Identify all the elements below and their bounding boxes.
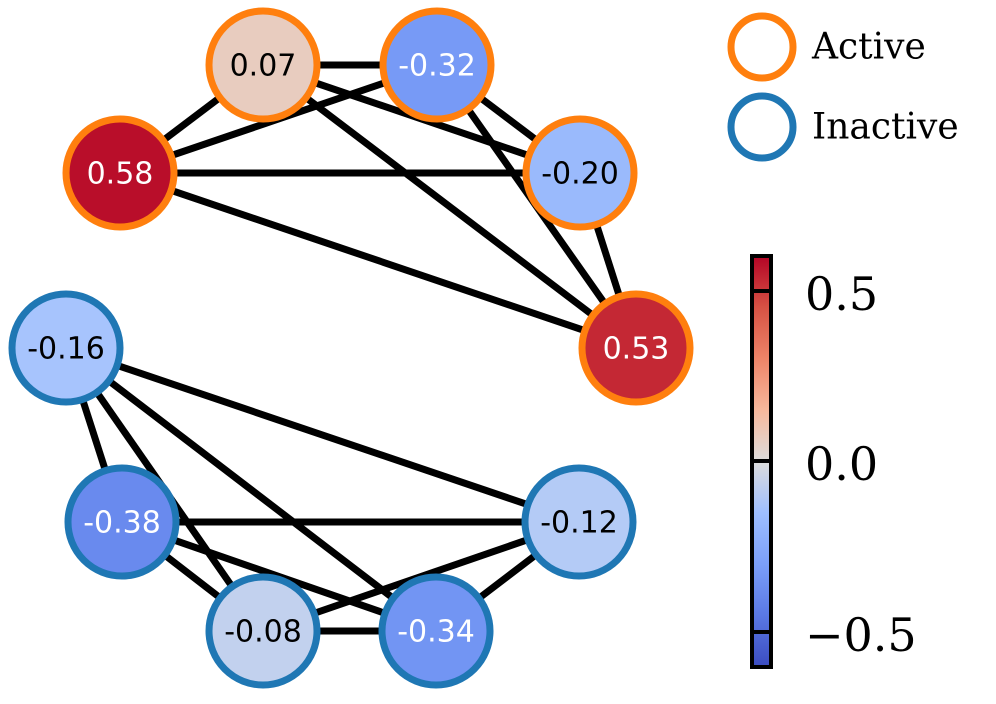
- node-circle-a5: [578, 290, 694, 406]
- node-a1: 0.07: [205, 7, 321, 123]
- legend-label-active: Active: [811, 27, 926, 68]
- edge-a1-a5: [260, 62, 639, 351]
- legend-label-inactive: Inactive: [812, 107, 959, 148]
- edge-a3-a5: [118, 169, 638, 352]
- colorbar-tick-label-zero: 0.0: [805, 437, 878, 491]
- legend-item-inactive: Inactive: [727, 92, 959, 162]
- node-circle-a4: [522, 115, 638, 231]
- node-a3: 0.58: [62, 115, 178, 231]
- colorbar-tick-label-neg: −0.5: [805, 608, 917, 662]
- node-label-i3: -0.12: [540, 506, 618, 541]
- node-label-a3: 0.58: [87, 157, 154, 192]
- node-label-i2: -0.38: [83, 506, 161, 541]
- node-label-i1: -0.16: [27, 332, 105, 367]
- node-a5: 0.53: [578, 290, 694, 406]
- node-a4: -0.20: [522, 115, 638, 231]
- node-label-a2: -0.32: [398, 49, 476, 84]
- node-circle-i3: [521, 464, 637, 580]
- node-i4: -0.08: [205, 573, 321, 689]
- legend: Active Inactive: [727, 12, 959, 162]
- node-label-a1: 0.07: [230, 49, 297, 84]
- node-circle-i2: [64, 464, 180, 580]
- node-label-a5: 0.53: [603, 332, 670, 367]
- node-circle-a1: [205, 7, 321, 123]
- edge-i1-i5: [63, 345, 439, 634]
- colorbar: 0.5 0.0 −0.5: [750, 254, 917, 669]
- legend-swatch-inactive: [727, 92, 797, 162]
- node-label-i4: -0.08: [224, 615, 302, 650]
- legend-item-active: Active: [727, 12, 926, 82]
- node-i3: -0.12: [521, 464, 637, 580]
- node-a2: -0.32: [379, 7, 495, 123]
- node-circle-i5: [378, 573, 494, 689]
- node-label-a4: -0.20: [541, 157, 619, 192]
- node-i1: -0.16: [8, 290, 124, 406]
- node-i2: -0.38: [64, 464, 180, 580]
- node-circle-i1: [8, 290, 124, 406]
- node-circle-a2: [379, 7, 495, 123]
- node-circle-i4: [205, 573, 321, 689]
- node-layer: 0.07 -0.32 0.58 -0.20 0.53 -0.16 -0.38 -0.12 -0.…: [8, 7, 694, 689]
- node-i5: -0.34: [378, 573, 494, 689]
- colorbar-tick-label-pos: 0.5: [805, 267, 878, 321]
- node-circle-a3: [62, 115, 178, 231]
- node-label-i5: -0.34: [397, 615, 475, 650]
- legend-swatch-active: [727, 12, 797, 82]
- edge-i1-i3: [64, 344, 581, 526]
